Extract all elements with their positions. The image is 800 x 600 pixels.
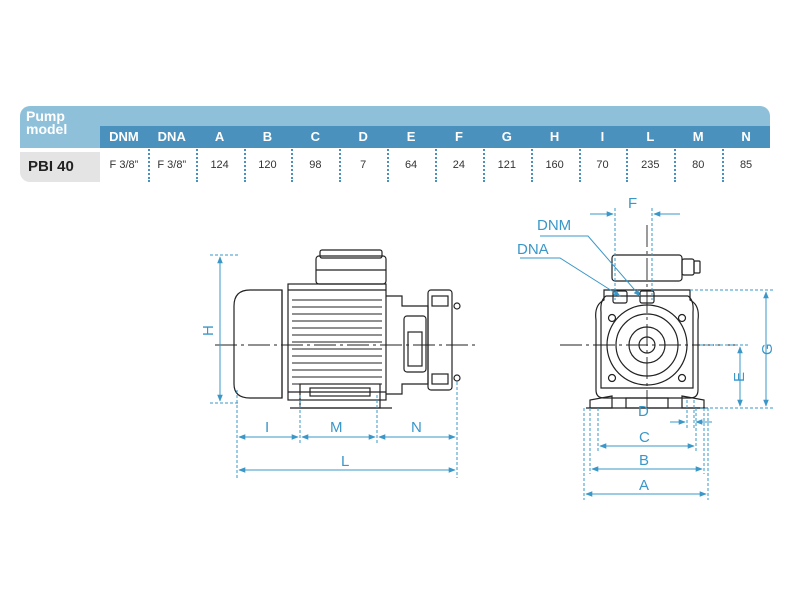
column-header-f: F (454, 129, 463, 144)
side-view-dimensions (210, 254, 458, 478)
model-cell: PBI 40 (20, 152, 100, 182)
column-header-a: A (214, 129, 225, 144)
column-header-dna: DNA (157, 129, 186, 144)
model-column-header: Pump model (26, 108, 68, 137)
dim-label-B: B (639, 452, 649, 469)
cell-dnm: F 3/8” (109, 159, 139, 171)
column-separator (387, 130, 390, 182)
column-header-g: G (501, 129, 512, 144)
side-view-drawing (215, 249, 478, 409)
cell-e: 64 (404, 159, 418, 171)
column-header-e: E (406, 129, 416, 144)
column-header-l: L (646, 129, 655, 144)
cell-c: 98 (309, 159, 322, 171)
cell-f: 24 (452, 159, 466, 171)
dim-label-M: M (330, 419, 343, 436)
column-header-dnm: DNM (109, 129, 139, 144)
cell-a: 124 (210, 159, 229, 171)
cell-l: 235 (641, 159, 660, 171)
column-header-h: H (549, 129, 560, 144)
column-separator (339, 130, 342, 182)
model-name: PBI 40 (28, 158, 74, 175)
dim-label-G: G (759, 343, 776, 355)
column-separator (435, 130, 437, 182)
dim-label-A: A (639, 477, 649, 494)
cell-g: 121 (497, 159, 516, 171)
column-separator (626, 130, 629, 182)
front-view-drawing (560, 225, 735, 410)
cell-i: 70 (596, 159, 609, 171)
dim-label-DNM: DNM (537, 217, 571, 234)
column-header-b: B (262, 129, 273, 144)
dim-label-N: N (411, 419, 422, 436)
dimensions-table: Pump model DNM DNA A B C D E F G H I L M N PBI 40 F 3… (20, 106, 770, 182)
column-separator (243, 130, 246, 182)
column-separator (291, 130, 294, 182)
cell-h: 160 (545, 159, 564, 171)
column-separator (482, 130, 485, 182)
cell-d: 7 (360, 159, 367, 171)
column-separator (578, 130, 581, 182)
cell-m: 80 (692, 159, 705, 171)
dim-label-I: I (265, 419, 269, 436)
dim-label-C: C (639, 429, 650, 446)
column-header-m: M (692, 129, 704, 144)
cell-dna: F 3/8” (157, 159, 187, 171)
front-view-dimensions (520, 208, 775, 500)
column-separator (674, 130, 677, 182)
dim-label-F: F (628, 195, 637, 212)
dim-label-L: L (341, 453, 349, 470)
column-header-n: N (741, 129, 751, 144)
column-header-d: D (358, 129, 368, 144)
column-header-c: C (310, 129, 321, 144)
dim-label-H: H (200, 325, 217, 336)
cell-n: 85 (739, 159, 753, 171)
column-separator (722, 130, 725, 182)
column-header-i: I (600, 129, 605, 144)
dim-label-D: D (638, 403, 649, 420)
dim-label-E: E (731, 372, 748, 382)
column-separator (530, 130, 533, 182)
column-separator (147, 130, 150, 182)
column-separator (195, 130, 198, 182)
dim-label-DNA: DNA (517, 241, 549, 258)
cell-b: 120 (258, 159, 277, 171)
